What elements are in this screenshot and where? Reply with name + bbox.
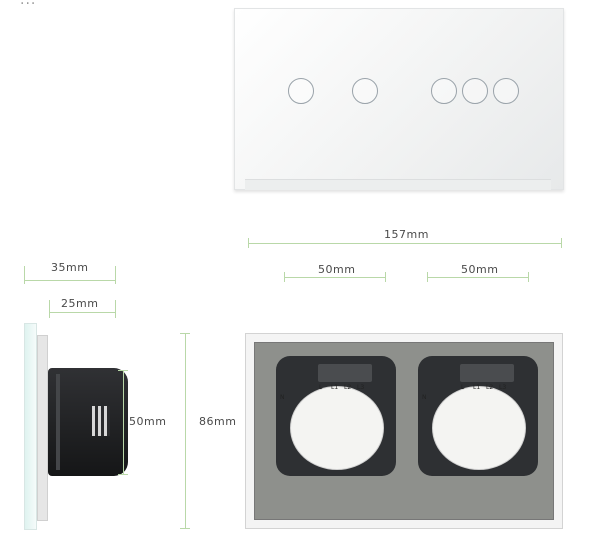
side-box-ribs <box>92 406 110 436</box>
terminal-block <box>318 364 372 382</box>
terminal-label-l1: L1 <box>331 384 339 391</box>
back-view-frame: N L L1 L2 L3 N L L1 L2 L3 <box>245 333 563 529</box>
dim-tick <box>115 266 116 284</box>
dim-line-157 <box>248 243 561 244</box>
dim-label-height: 86mm <box>199 415 237 428</box>
dim-tick <box>49 300 50 318</box>
dim-label-box-depth: 25mm <box>61 297 99 310</box>
dim-line-50-right <box>427 277 528 278</box>
dim-tick <box>248 238 249 248</box>
touch-button-5[interactable] <box>493 78 519 104</box>
side-view-box <box>48 368 128 476</box>
touch-button-1[interactable] <box>288 78 314 104</box>
terminal-label-n: N <box>280 394 285 401</box>
touch-button-4[interactable] <box>462 78 488 104</box>
terminal-label-l2: L2 <box>486 384 494 391</box>
dim-tick <box>427 272 428 282</box>
terminal-label-l3: L3 <box>357 384 365 391</box>
dim-tick <box>180 333 190 334</box>
dim-tick <box>284 272 285 282</box>
dim-line-50-side <box>123 370 124 474</box>
terminal-block <box>460 364 514 382</box>
terminal-label-l: L <box>319 384 323 391</box>
terminal-label-n: N <box>422 394 427 401</box>
dim-label-total-depth: 35mm <box>51 261 89 274</box>
switch-module-left: N L L1 L2 L3 <box>276 356 396 476</box>
dim-tick <box>528 272 529 282</box>
terminal-label-l1: L1 <box>473 384 481 391</box>
dim-tick <box>115 300 116 318</box>
dim-tick <box>24 266 25 284</box>
dim-line-35 <box>24 280 115 281</box>
header-text: ... <box>20 0 37 8</box>
panel-bottom-edge <box>245 179 551 190</box>
module-label-disc <box>290 386 384 470</box>
dim-tick <box>561 238 562 248</box>
front-glass-panel <box>234 8 564 190</box>
dim-label-box-diameter: 50mm <box>129 415 167 428</box>
dim-tick <box>118 474 128 475</box>
dim-label-gang-left: 50mm <box>318 263 356 276</box>
dim-label-total-width: 157mm <box>384 228 429 241</box>
terminal-label-l: L <box>461 384 465 391</box>
dim-tick <box>118 370 128 371</box>
dim-line-50-left <box>284 277 385 278</box>
touch-button-2[interactable] <box>352 78 378 104</box>
dim-line-86 <box>185 333 186 528</box>
switch-module-right: N L L1 L2 L3 <box>418 356 538 476</box>
terminal-label-l3: L3 <box>499 384 507 391</box>
side-box-ridge <box>56 374 60 470</box>
terminal-label-l2: L2 <box>344 384 352 391</box>
touch-button-3[interactable] <box>431 78 457 104</box>
side-view-glass <box>24 323 37 530</box>
side-view-frame <box>37 335 48 521</box>
dim-label-gang-right: 50mm <box>461 263 499 276</box>
dim-tick <box>385 272 386 282</box>
dim-tick <box>180 528 190 529</box>
module-label-disc <box>432 386 526 470</box>
dim-line-25 <box>49 312 115 313</box>
